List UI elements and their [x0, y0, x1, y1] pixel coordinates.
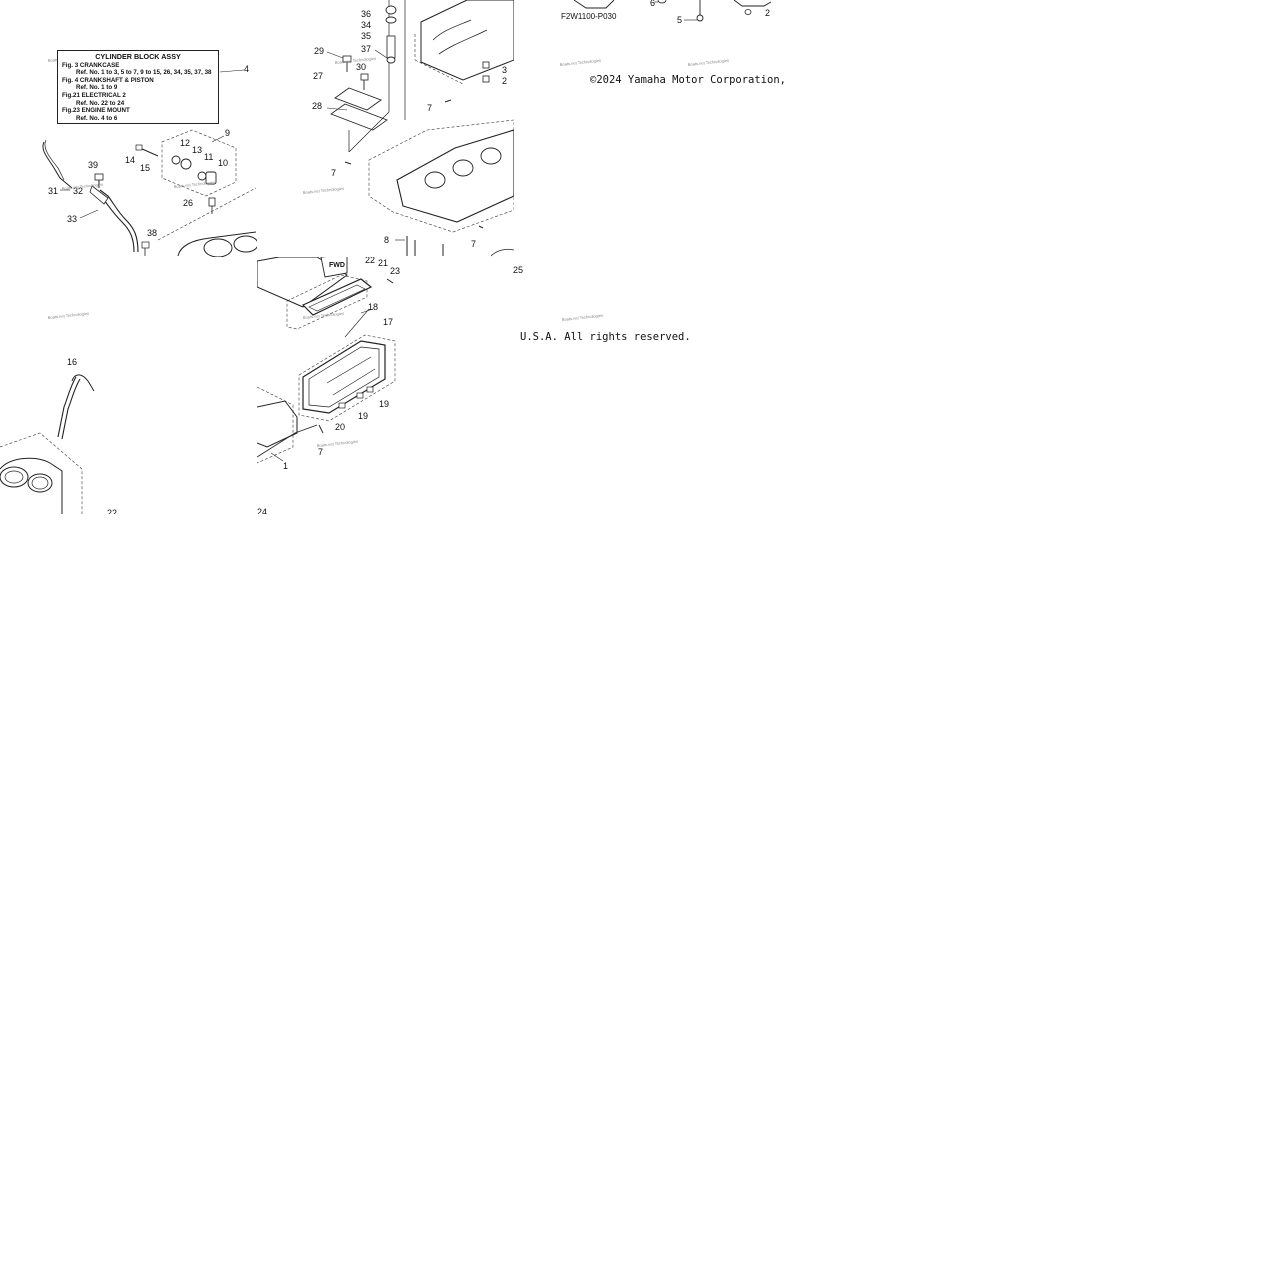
callout-28: 28: [312, 101, 322, 111]
legend-fig-engine-mount: Fig.23 ENGINE MOUNT: [62, 107, 130, 115]
legend-ref-crankcase: Ref. No. 1 to 3, 5 to 7, 9 to 15, 26, 34…: [76, 69, 212, 77]
watermark: Boats.net Technologies: [303, 311, 345, 320]
callout-2: 2: [502, 76, 507, 86]
callout-25: 25: [513, 265, 524, 275]
watermark: Boats.net Technologies: [174, 180, 216, 189]
crankcase-diagram: 29 30 27 28 36 34 35 37 3 2 7 7 7 8 Boat…: [303, 0, 514, 257]
callout-38: 38: [147, 228, 157, 238]
legend-fig-crankcase: Fig. 3 CRANKCASE: [62, 61, 120, 69]
callout-1: 1: [283, 461, 288, 471]
diagram-tile-top-middle: 29 30 27 28 36 34 35 37 3 2 7 7 7 8 Boat…: [257, 0, 514, 257]
callout-14: 14: [125, 155, 135, 165]
callout-8: 8: [384, 235, 389, 245]
callout-9: 9: [225, 128, 230, 138]
diagram-code: F2W1100-P030: [561, 12, 617, 21]
diagram-margin: Boats.net Technologies: [562, 313, 604, 322]
copyright-line-2: U.S.A. All rights reserved.: [520, 331, 691, 343]
hose-and-cylinder-diagram: 16 22 Boats.net Technologies: [0, 311, 117, 514]
legend-title: CYLINDER BLOCK ASSY: [95, 52, 181, 61]
watermark: Boats.net Technologies: [48, 311, 90, 320]
diagram-tile-center: FWD 22 21 23 18 17 19 19 20 1 7 24 Boats…: [257, 257, 514, 514]
callout-10: 10: [218, 158, 228, 168]
callout-18: 18: [368, 302, 378, 312]
callout-13: 13: [192, 145, 202, 155]
callout-15: 15: [140, 163, 150, 173]
watermark: Boats.net Technologies: [317, 439, 359, 448]
callout-34: 34: [361, 20, 371, 30]
watermark: Boats.net Technologies: [335, 56, 377, 65]
callout-30: 30: [356, 62, 366, 72]
callout-31: 31: [48, 186, 58, 196]
engine-mount-diagram: 6 5 2 Boats.net Technologies Boats.net T…: [560, 0, 771, 67]
callout-33: 33: [67, 214, 77, 224]
watermark: Boats.net Technologies: [62, 182, 104, 191]
callout-3: 3: [502, 65, 507, 75]
diagram-tile-top-right: 6 5 2 Boats.net Technologies Boats.net T…: [514, 0, 771, 257]
diagram-tile-top-left: 4 9 10 11 12 13 14 15 26 31 32 33 38 39 …: [0, 0, 257, 257]
callout-20: 20: [335, 422, 345, 432]
diagram-tile-middle-right: Boats.net Technologies: [514, 257, 771, 514]
callout-19: 19: [358, 411, 368, 421]
callout-7c: 7: [471, 239, 476, 249]
callout-26: 26: [183, 198, 193, 208]
watermark: Boats.net Technologies: [560, 58, 602, 67]
legend-ref-electrical: Ref. No. 22 to 24: [76, 99, 125, 107]
callout-7a: 7: [427, 103, 432, 113]
callout-22: 22: [365, 257, 375, 265]
legend-fig-crankshaft: Fig. 4 CRANKSHAFT & PISTON: [62, 76, 154, 84]
callout-7: 7: [318, 447, 323, 457]
callout-5: 5: [677, 15, 682, 25]
callout-2: 2: [765, 8, 770, 18]
callout-11: 11: [204, 152, 213, 162]
callout-16: 16: [67, 357, 77, 367]
legend-fig-electrical: Fig.21 ELECTRICAL 2: [62, 91, 126, 99]
callout-37: 37: [361, 44, 371, 54]
watermark: Boats.net Technologies: [562, 313, 604, 322]
callout-6: 6: [650, 0, 655, 8]
dipstick-and-cylinder-diagram: 4 9 10 11 12 13 14 15 26 31 32 33 38 39 …: [42, 54, 257, 257]
fwd-marker: FWD: [329, 262, 345, 269]
callout-12: 12: [180, 138, 190, 148]
watermark: Boats.net Technologies: [688, 58, 730, 67]
copyright-line-1: ©2024 Yamaha Motor Corporation,: [590, 74, 786, 86]
callout-36: 36: [361, 9, 371, 19]
callout-22: 22: [107, 508, 117, 514]
callout-21: 21: [378, 258, 388, 268]
callout-4: 4: [244, 64, 249, 74]
callout-17: 17: [383, 317, 393, 327]
diagram-tile-middle-left: 16 22 Boats.net Technologies: [0, 257, 257, 514]
callout-29: 29: [314, 46, 324, 56]
watermark: Boats.net Technologies: [303, 186, 345, 195]
callout-35: 35: [361, 31, 371, 41]
exhaust-cover-diagram: FWD 22 21 23 18 17 19 19 20 1 7 24 Boats…: [257, 257, 400, 514]
callout-7b: 7: [331, 168, 336, 178]
callout-23: 23: [390, 266, 400, 276]
legend-ref-engine-mount: Ref. No. 4 to 6: [76, 114, 118, 122]
legend-ref-crankshaft: Ref. No. 1 to 9: [76, 84, 118, 92]
callout-19: 19: [379, 399, 389, 409]
callout-39: 39: [88, 160, 98, 170]
callout-32: 32: [73, 186, 83, 196]
callout-27: 27: [313, 71, 323, 81]
assembly-legend: CYLINDER BLOCK ASSY Fig. 3 CRANKCASE Ref…: [57, 50, 219, 124]
callout-24: 24: [257, 507, 267, 514]
